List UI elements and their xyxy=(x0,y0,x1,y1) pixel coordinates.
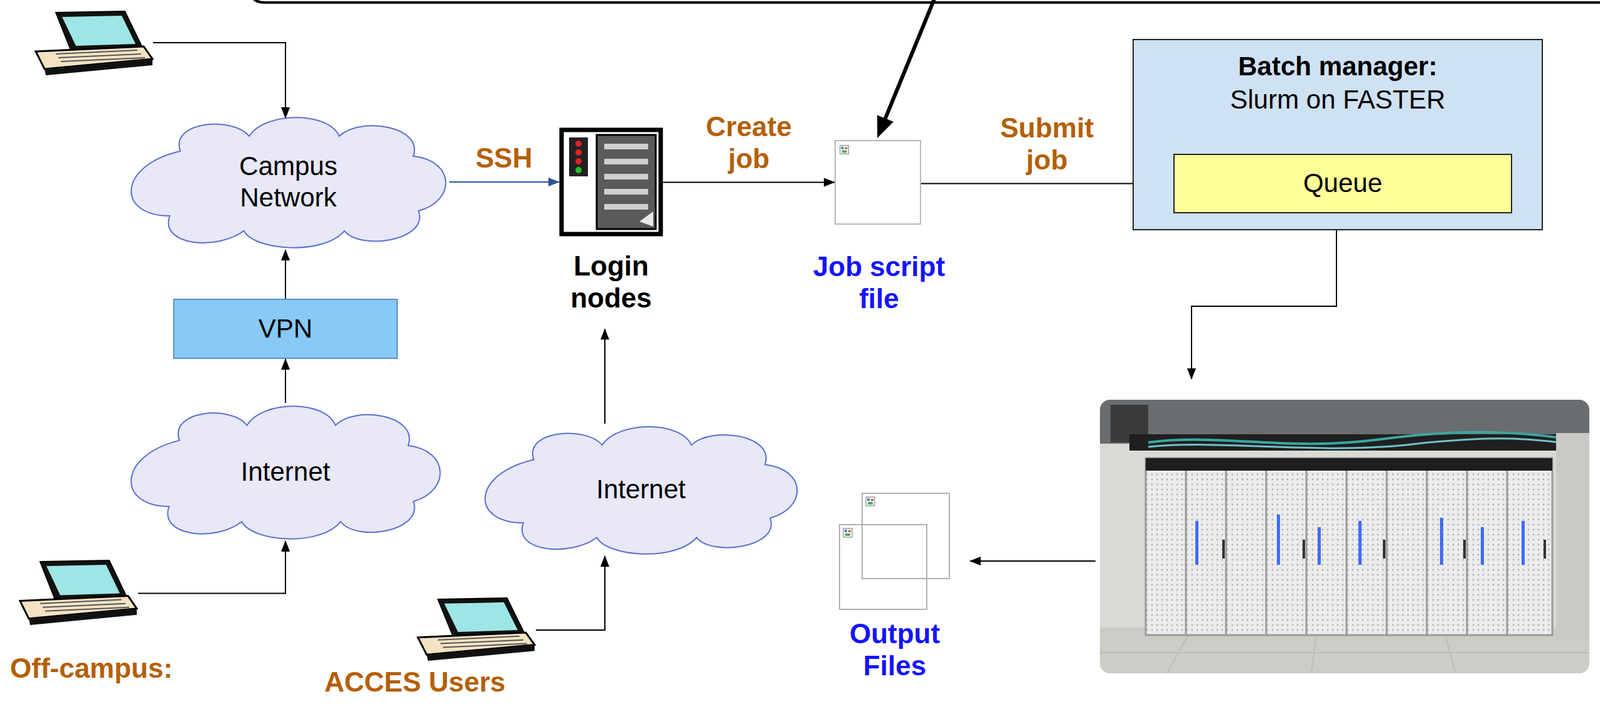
wire xyxy=(970,560,1096,562)
file-label: Job script file xyxy=(803,250,955,315)
network-cloud: Campus Network xyxy=(127,114,450,250)
vpn-box: VPN xyxy=(173,298,398,359)
connector xyxy=(284,249,287,299)
server-icon xyxy=(559,127,664,237)
file-icons xyxy=(838,492,950,610)
edge-label: Submit job xyxy=(1000,112,1094,176)
file-label: Output Files xyxy=(832,618,958,682)
laptop-icon xyxy=(35,11,153,76)
wire xyxy=(153,42,286,118)
internet-cloud: Internet xyxy=(481,423,801,556)
wire xyxy=(1191,230,1337,379)
output-files: Output Files xyxy=(838,492,950,610)
job-script-file: Job script file xyxy=(834,139,922,225)
laptop-icon xyxy=(15,559,139,628)
cloud-label: Campus Network xyxy=(239,150,337,214)
edge-label: SSH xyxy=(475,142,533,175)
connector xyxy=(449,181,560,183)
broken-image-icon xyxy=(835,141,920,224)
connector xyxy=(663,181,835,184)
box-label: Queue xyxy=(1303,167,1383,199)
box-heading: Batch manager: xyxy=(1133,50,1542,84)
cluster-photo xyxy=(1099,399,1590,674)
connector xyxy=(604,328,606,424)
box-body: Slurm on FASTER xyxy=(1133,83,1542,117)
edge-label: Create job xyxy=(705,111,792,175)
internet-cloud: Internet xyxy=(127,402,444,541)
laptop: ACCES Users xyxy=(412,596,536,664)
callout-border xyxy=(249,0,1600,3)
batch-manager-box: Batch manager:Slurm on FASTER Queue xyxy=(1132,38,1543,231)
node-label: Login nodes xyxy=(559,250,664,329)
user-group-label: ACCES Users xyxy=(324,666,506,699)
box-label: VPN xyxy=(258,313,313,345)
user-group-label: Off-campus: xyxy=(10,652,173,685)
laptop: Off-campus: xyxy=(15,559,139,628)
connector xyxy=(284,358,287,403)
callout-arrow xyxy=(883,0,935,123)
queue-box: Queue xyxy=(1173,153,1513,214)
connector xyxy=(535,555,605,630)
cloud-label: Internet xyxy=(596,473,686,506)
cloud-label: Internet xyxy=(240,456,331,488)
connector xyxy=(138,540,286,594)
cloud-shape xyxy=(127,114,450,250)
login-node: Login nodes xyxy=(559,127,664,329)
laptop-icon xyxy=(412,596,536,664)
